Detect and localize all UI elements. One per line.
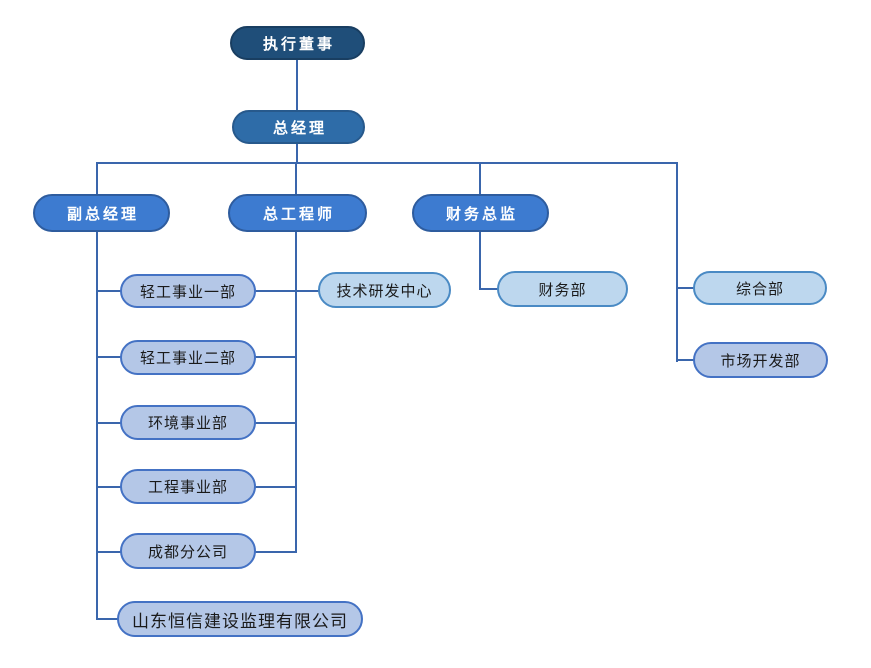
connector-stub-row4-left <box>96 486 122 488</box>
connector-stub-row1-left <box>96 290 122 292</box>
node-general-affairs-dept: 综合部 <box>693 271 827 305</box>
node-executive-director: 执行董事 <box>230 26 365 60</box>
node-light-industry-div-2: 轻工事业二部 <box>120 340 256 375</box>
connector-drop-right-branch <box>676 162 678 362</box>
node-engineering-div: 工程事业部 <box>120 469 256 504</box>
node-finance-director: 财务总监 <box>412 194 549 232</box>
node-deputy-general-manager: 副总经理 <box>33 194 170 232</box>
connector-stub-finance <box>479 288 499 290</box>
node-finance-dept: 财务部 <box>497 271 628 307</box>
node-environment-div: 环境事业部 <box>120 405 256 440</box>
connector-stub-row6-left <box>96 618 119 620</box>
node-light-industry-div-1: 轻工事业一部 <box>120 274 256 308</box>
connector-stub-row3-right <box>254 422 297 424</box>
connector-exec-to-gm <box>296 58 298 112</box>
node-tech-rd-center: 技术研发中心 <box>318 272 451 308</box>
node-general-manager: 总经理 <box>232 110 365 144</box>
connector-stub-row5-left <box>96 551 122 553</box>
connector-stub-general <box>676 287 695 289</box>
connector-gm-to-bus <box>296 142 298 164</box>
connector-stub-market <box>676 359 695 361</box>
node-market-dev-dept: 市场开发部 <box>693 342 828 378</box>
connector-main-bus <box>96 162 678 164</box>
connector-drop-deputy-gm <box>96 162 98 620</box>
node-chengdu-branch: 成都分公司 <box>120 533 256 569</box>
connector-stub-row2-right <box>254 356 297 358</box>
node-chief-engineer: 总工程师 <box>228 194 367 232</box>
connector-stub-row2-left <box>96 356 122 358</box>
connector-stub-row5-right <box>254 551 297 553</box>
connector-stub-row4-right <box>254 486 297 488</box>
node-shandong-hengxin: 山东恒信建设监理有限公司 <box>117 601 363 637</box>
connector-stub-row1-mid <box>254 290 320 292</box>
connector-stub-row3-left <box>96 422 122 424</box>
